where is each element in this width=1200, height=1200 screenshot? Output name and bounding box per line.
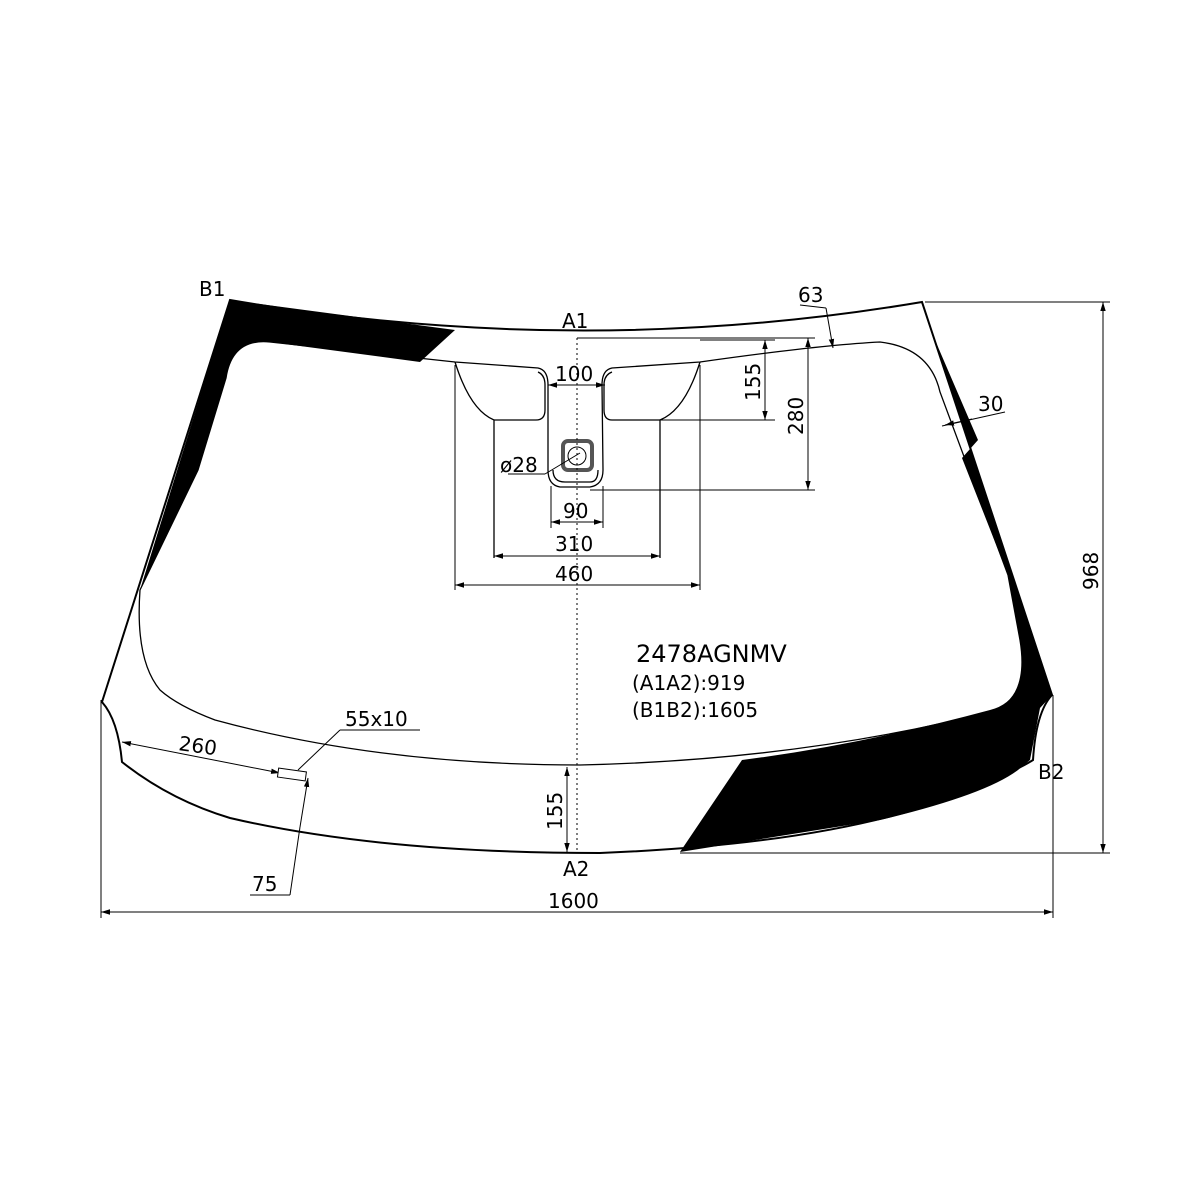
part-code: 2478AGNMV bbox=[636, 640, 787, 668]
dim-sensor-bottom-width: 90 bbox=[563, 499, 588, 523]
part-b1b2: (B1B2):1605 bbox=[632, 698, 758, 722]
dimension-lines bbox=[100, 301, 1110, 918]
dim-sensor-total-depth: 280 bbox=[784, 397, 808, 435]
dim-sensor-neck-width: 100 bbox=[555, 362, 593, 386]
dim-mark-offset: 260 bbox=[177, 731, 218, 760]
dim-mark-bottom-offset: 75 bbox=[252, 872, 277, 896]
dim-overall-height: 968 bbox=[1079, 552, 1103, 590]
dim-bottom-band: 155 bbox=[543, 792, 567, 830]
ceramic-band-right bbox=[680, 302, 1052, 852]
dim-top-band: 63 bbox=[798, 283, 823, 307]
part-a1a2: (A1A2):919 bbox=[632, 671, 745, 695]
dim-sensor-inner-width: 310 bbox=[555, 532, 593, 556]
point-a1-label: A1 bbox=[562, 309, 588, 333]
dim-sensor-outer-width: 460 bbox=[555, 562, 593, 586]
dim-mark-size: 55x10 bbox=[345, 707, 408, 731]
dim-sensor-neck-depth: 155 bbox=[741, 363, 765, 401]
dim-overall-width: 1600 bbox=[548, 889, 599, 913]
visible-area-outline bbox=[138, 341, 1023, 766]
glass-outline bbox=[100, 298, 1054, 855]
dim-side-band: 30 bbox=[978, 392, 1003, 416]
marking-plate bbox=[276, 767, 307, 782]
point-b1-label: B1 bbox=[199, 277, 225, 301]
point-b2-label: B2 bbox=[1038, 760, 1064, 784]
dim-sensor-diameter: ø28 bbox=[500, 453, 538, 477]
ceramic-band-top-left bbox=[140, 300, 455, 590]
point-a2-label: A2 bbox=[563, 857, 589, 881]
rain-sensor-square bbox=[561, 439, 594, 472]
